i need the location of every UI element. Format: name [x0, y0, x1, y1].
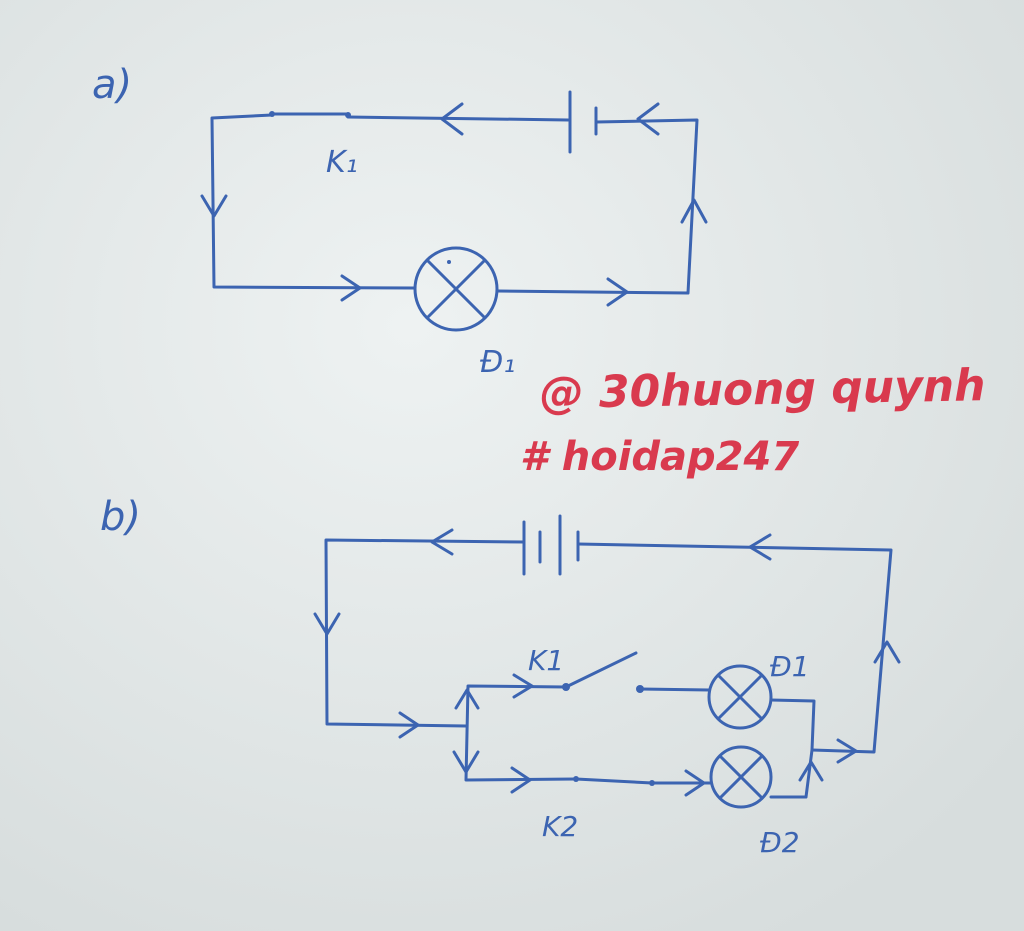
switch-a-k1-label: K₁ — [326, 145, 358, 180]
arrow-a-top-right — [636, 102, 660, 136]
watermark: @ 30huong quynh # hoidap247 — [520, 360, 986, 480]
arrow-b-k1-branch — [512, 673, 534, 699]
arrow-a-left-down — [200, 194, 228, 218]
wire-a-switch-to-battery — [346, 115, 570, 122]
arrow-b-d2-up — [798, 760, 824, 782]
lamp-a-d1-dot — [447, 260, 451, 264]
arrow-b-bottom-left — [398, 711, 420, 739]
arrow-b-junction-up — [454, 688, 480, 710]
switch-b-k1 — [564, 651, 638, 689]
switch-b-k1-label: K1 — [528, 644, 564, 677]
wire-b-k1-to-d1 — [638, 687, 711, 692]
lamp-b-d1-cross-2 — [717, 674, 763, 720]
arrow-b-top-left — [430, 528, 454, 556]
wire-b-junction-left — [464, 684, 578, 782]
arrow-b-left-down — [313, 612, 341, 636]
arrow-b-top-right — [748, 533, 772, 561]
switch-b-k2-contact-left — [573, 776, 579, 782]
arrow-a-right-up — [680, 198, 708, 224]
arrow-b-junction-down — [452, 750, 480, 774]
switch-b-k2-label: K2 — [542, 810, 578, 843]
watermark-tag: # hoidap247 — [520, 434, 799, 480]
part-b-label: b) — [100, 494, 141, 540]
diagram-b: b) K1 Đ1 K2 Đ2 — [100, 494, 901, 859]
arrow-a-bottom-right — [606, 277, 629, 307]
arrow-a-bottom-left — [340, 274, 362, 302]
part-a-label: a) — [92, 62, 132, 108]
wire-a-top-left — [210, 113, 416, 290]
arrow-b-to-d2 — [684, 769, 706, 797]
lamp-a-d1-cross-2 — [426, 259, 486, 319]
diagram-a: a) K₁ Đ₁ — [92, 62, 708, 380]
switch-b-k2 — [574, 777, 654, 785]
wire-b-d1-out — [769, 698, 816, 752]
lamp-a-d1-label: Đ₁ — [480, 345, 515, 380]
arrow-a-top-left — [440, 102, 464, 136]
wire-a-right — [496, 118, 699, 295]
arrow-b-join-right — [836, 738, 858, 764]
arrow-b-right-up — [873, 640, 901, 664]
lamp-b-d2-cross-2 — [718, 754, 764, 800]
switch-b-k1-pivot — [562, 683, 570, 691]
switch-a-k1-contact-left — [269, 111, 275, 117]
lamp-b-d2 — [709, 745, 773, 809]
lamp-b-d1-label: Đ1 — [770, 650, 810, 683]
lamp-a-d1 — [413, 246, 499, 332]
arrow-b-k2-branch — [510, 766, 532, 794]
watermark-handle: @ 30huong quynh — [539, 360, 986, 419]
lamp-b-d1 — [707, 664, 773, 730]
switch-a-k1-contact-right — [345, 112, 351, 118]
lamp-b-d2-label: Đ2 — [760, 826, 800, 859]
